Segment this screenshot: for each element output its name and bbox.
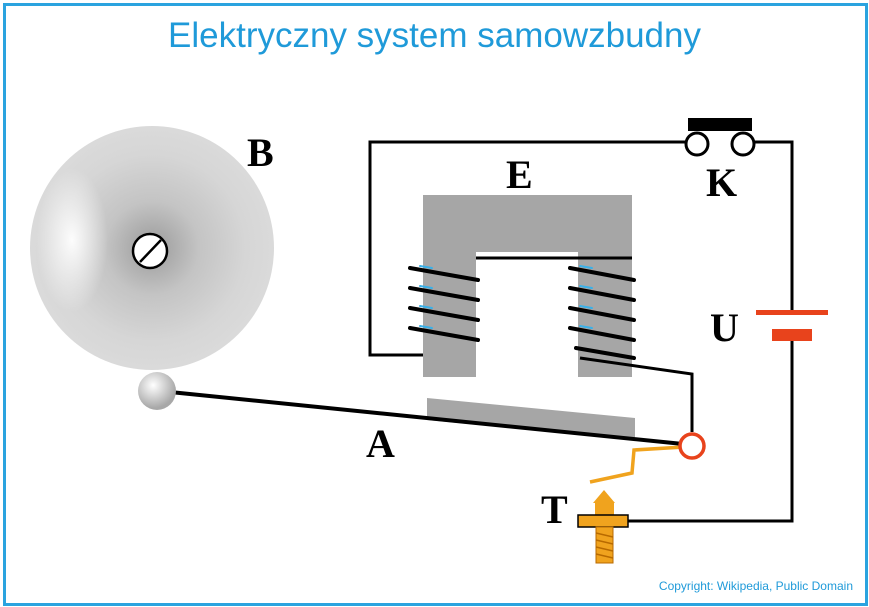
armature-plate xyxy=(427,398,635,440)
bell xyxy=(30,126,274,370)
copyright-notice: Copyright: Wikipedia, Public Domain xyxy=(658,579,853,593)
battery xyxy=(756,310,828,341)
label-electromagnet: E xyxy=(506,152,533,197)
label-bell: B xyxy=(247,130,274,175)
pivot-icon xyxy=(678,432,706,460)
armature-arm xyxy=(169,390,684,446)
label-contact-screw: T xyxy=(541,487,568,532)
contact-screw xyxy=(577,490,629,564)
electromagnet-coils xyxy=(408,265,636,360)
label-key: K xyxy=(706,160,737,205)
hammer-ball xyxy=(138,372,176,410)
key-switch xyxy=(684,118,756,157)
label-armature: A xyxy=(366,421,395,466)
diagram-title: Elektryczny system samowzbudny xyxy=(168,16,701,55)
contact-spring xyxy=(589,445,685,484)
electromagnet-core xyxy=(423,195,632,377)
circuit-wires xyxy=(368,140,794,523)
label-battery: U xyxy=(710,305,739,350)
